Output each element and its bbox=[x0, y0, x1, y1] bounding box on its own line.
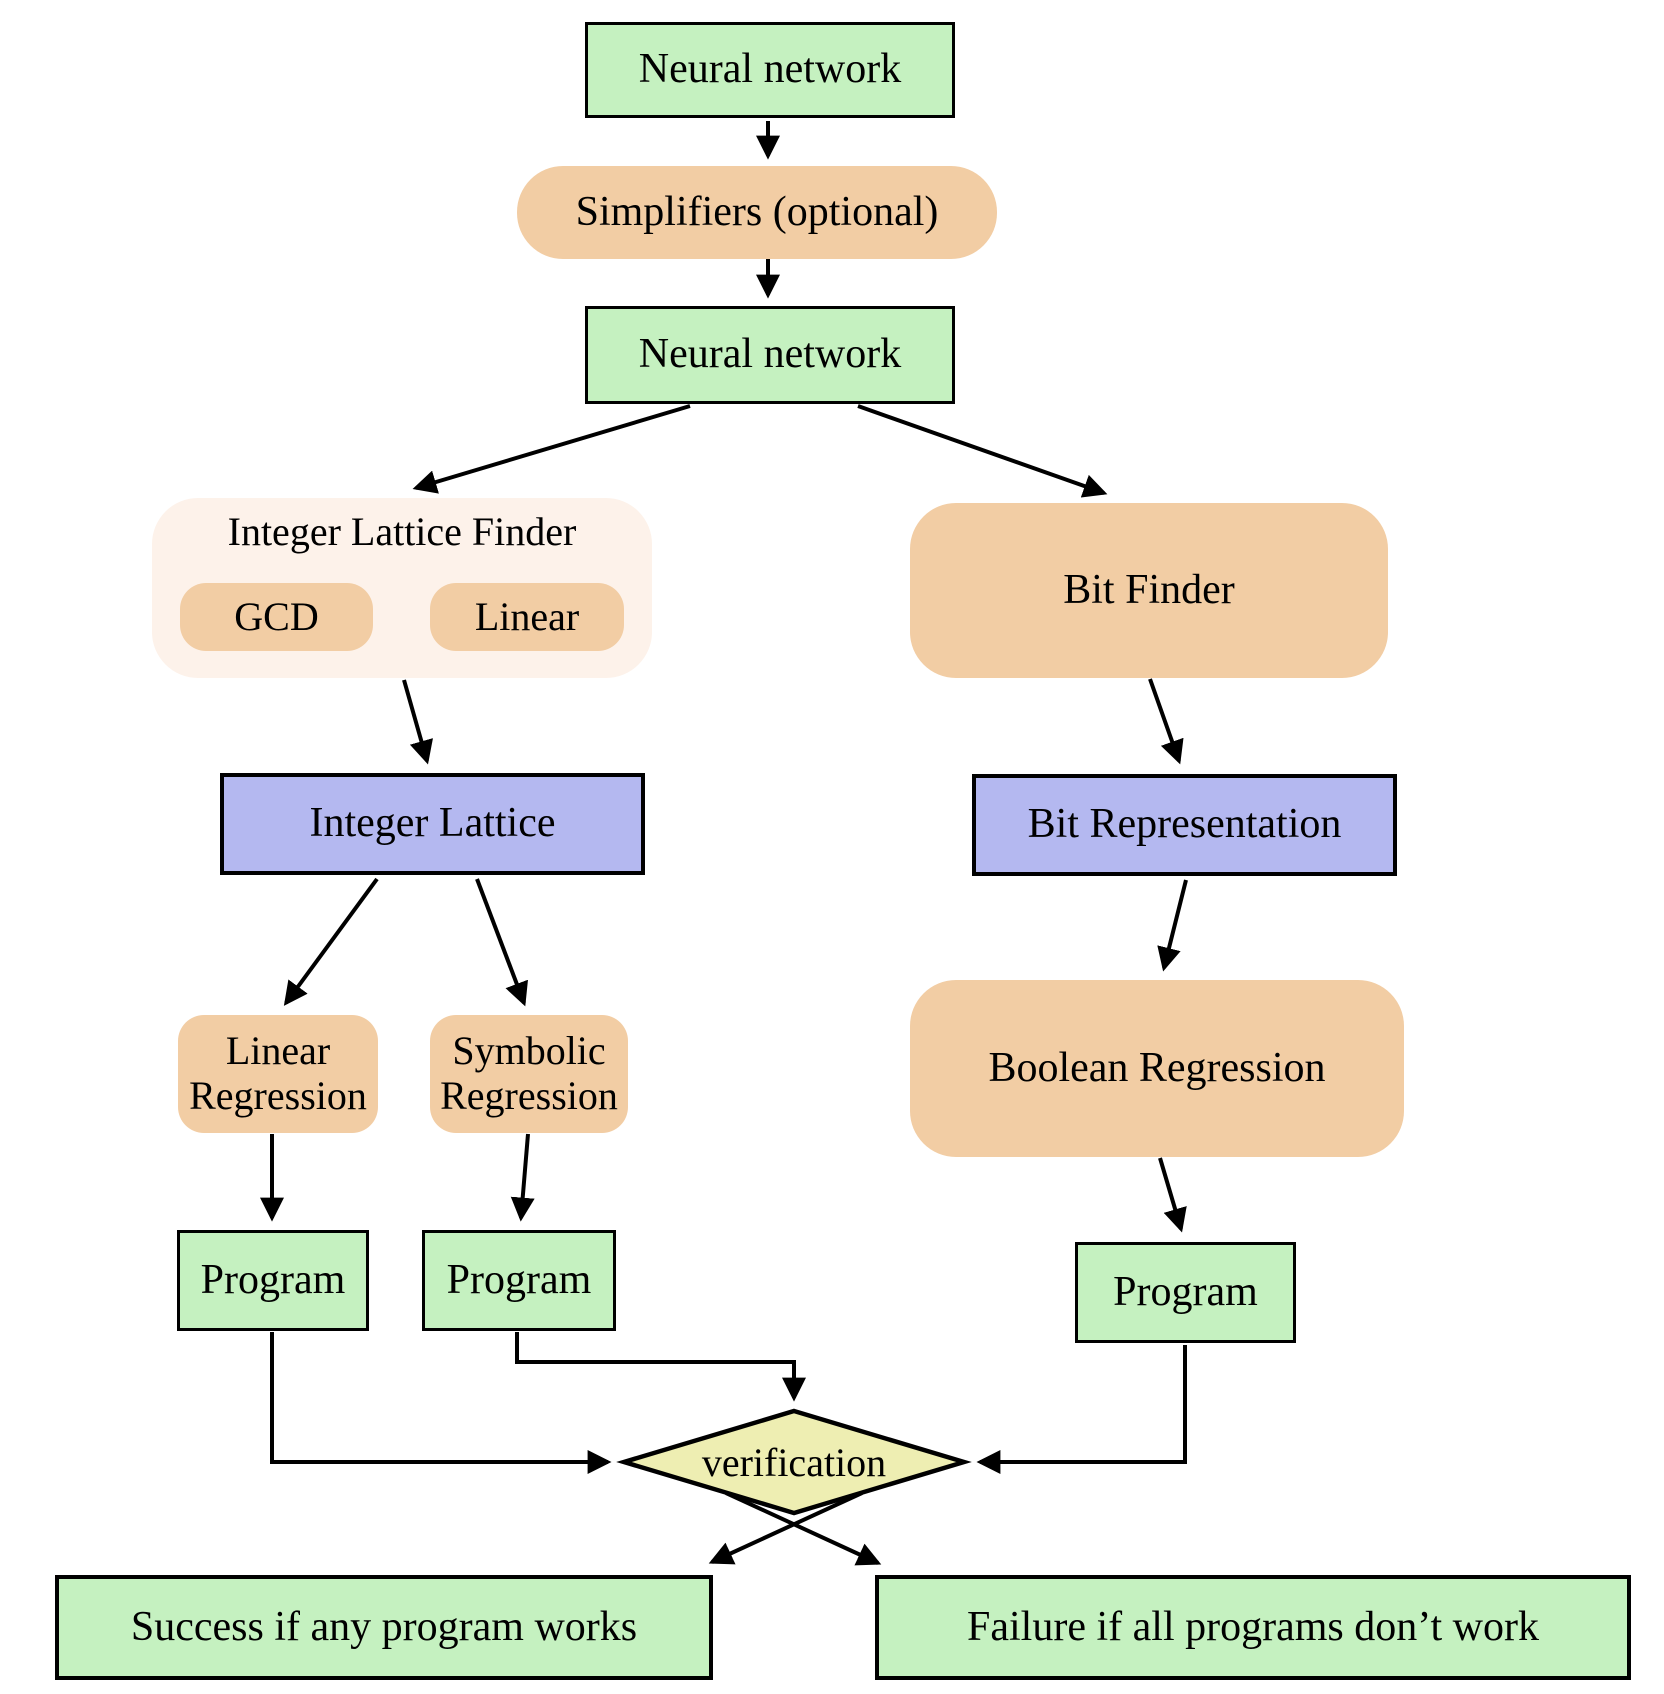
node-label: Program bbox=[446, 1256, 592, 1303]
node-label: Program bbox=[200, 1256, 346, 1303]
node-label: Success if any program works bbox=[130, 1603, 638, 1650]
node-label: Neural network bbox=[638, 331, 902, 378]
node-label: Boolean Regression bbox=[988, 1044, 1326, 1091]
node-label: Linear Regression bbox=[189, 1028, 367, 1118]
node-boolean-regression: Boolean Regression bbox=[910, 980, 1404, 1157]
node-verification: verification bbox=[624, 1411, 964, 1513]
node-label: Failure if all programs don’t work bbox=[967, 1603, 1539, 1650]
node-program-1: Program bbox=[177, 1230, 369, 1331]
node-program-2: Program bbox=[422, 1230, 616, 1331]
node-bit-finder: Bit Finder bbox=[910, 503, 1388, 678]
node-label: Symbolic Regression bbox=[440, 1028, 618, 1118]
node-failure: Failure if all programs don’t work bbox=[875, 1575, 1631, 1680]
node-integer-lattice-finder: Integer Lattice Finder GCD Linear bbox=[152, 498, 652, 678]
node-linear-regression: Linear Regression bbox=[178, 1015, 378, 1133]
node-symbolic-regression: Symbolic Regression bbox=[430, 1015, 628, 1133]
node-gcd: GCD bbox=[180, 583, 373, 651]
node-label: verification bbox=[701, 1439, 887, 1485]
node-label: Simplifiers (optional) bbox=[575, 188, 939, 235]
node-neural-network-mid: Neural network bbox=[585, 306, 955, 404]
node-success: Success if any program works bbox=[55, 1575, 713, 1680]
node-label: Program bbox=[1113, 1268, 1258, 1315]
node-label: Neural network bbox=[638, 46, 902, 93]
node-bit-representation: Bit Representation bbox=[972, 774, 1397, 876]
node-label: Integer Lattice Finder bbox=[227, 509, 577, 554]
node-label: Linear bbox=[474, 593, 580, 639]
node-label: Bit Representation bbox=[1027, 801, 1342, 848]
node-label: Bit Finder bbox=[1063, 566, 1235, 613]
node-integer-lattice: Integer Lattice bbox=[220, 773, 645, 875]
node-program-3: Program bbox=[1075, 1242, 1296, 1343]
node-linear: Linear bbox=[430, 583, 624, 651]
node-label: Integer Lattice bbox=[309, 800, 556, 847]
node-simplifiers: Simplifiers (optional) bbox=[517, 166, 997, 259]
node-label: GCD bbox=[234, 593, 319, 639]
node-neural-network-top: Neural network bbox=[585, 22, 955, 118]
